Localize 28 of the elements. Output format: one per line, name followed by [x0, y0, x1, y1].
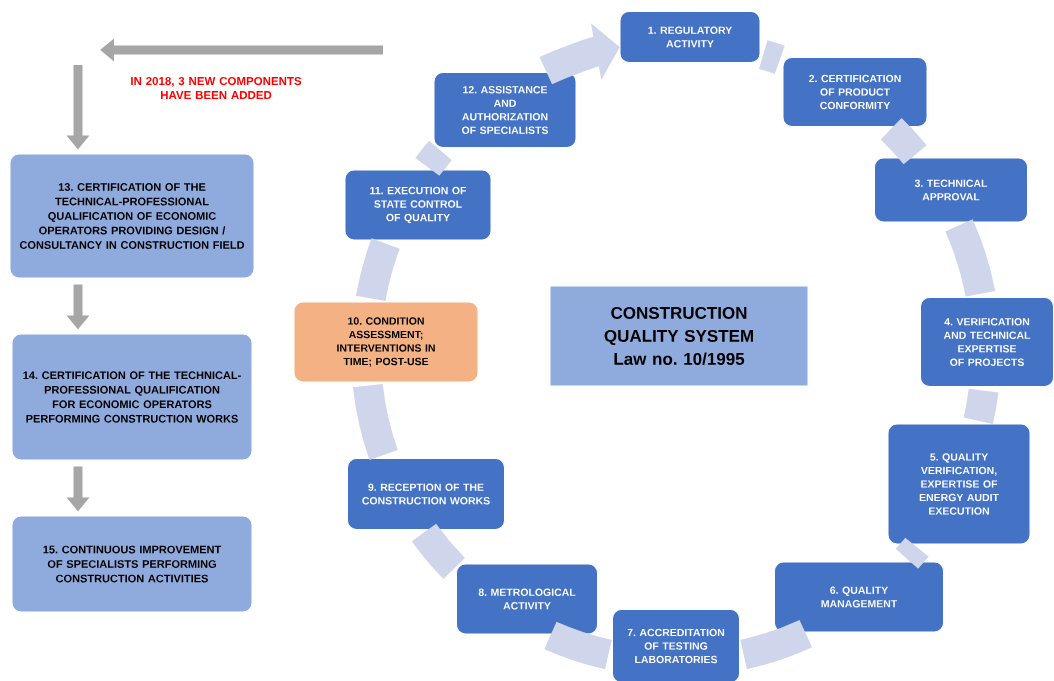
connector-band [945, 219, 996, 297]
process-box: 10. CONDITION ASSESSMENT; INTERVENTIONS IN TIME; POST-USE [293, 301, 479, 383]
process-box: 6. QUALITY MANAGEMENT [774, 561, 944, 633]
connector-band [355, 238, 400, 301]
process-box: 12. ASSISTANCE AND AUTHORIZATION OF SPECIALISTS [433, 72, 577, 148]
title-box: CONSTRUCTION QUALITY SYSTEM Law no. 10/1995 [549, 285, 809, 387]
connector-band [880, 118, 927, 165]
process-box: 2. CERTIFICATION OF PRODUCT CONFORMITY [782, 57, 928, 127]
process-box: 4. VERIFICATION AND TECHNICAL EXPERTISE OF PROJECTS [920, 297, 1054, 387]
connector-band [963, 388, 999, 424]
process-box: 8. METROLOGICAL ACTIVITY [456, 563, 598, 635]
connector-band [544, 621, 612, 670]
note-text: IN 2018, 3 NEW COMPONENTS HAVE BEEN ADDED [131, 77, 302, 99]
process-box: 11. EXECUTION OF STATE CONTROL OF QUALITY [344, 169, 492, 241]
connector-band [895, 537, 929, 569]
process-box: 9. RECEPTION OF THE CONSTRUCTION WORKS [347, 458, 505, 530]
connector-band [759, 40, 785, 75]
connector-band [411, 523, 465, 579]
process-box: 1. REGULATORY ACTIVITY [619, 11, 761, 63]
process-box: 5. QUALITY VERIFICATION, EXPERTISE OF ENERGY AUDIT EXECUTION [887, 423, 1031, 545]
connector-band [415, 140, 452, 176]
process-box: 15. CONTINUOUS IMPROVEMENT OF SPECIALISTS PERFORMING CONSTRUCTION ACTIVITIES [11, 515, 253, 613]
process-box: 13. CERTIFICATION OF THE TECHNICAL-PROFESSIONAL QUALIFICATION OF ECONOMIC OPERATORS PROVIDING DESIGN / CONSULTANCY IN CONSTRUCTION FIELD [9, 153, 255, 279]
process-box: 3. TECHNICAL APPROVAL [874, 157, 1028, 223]
process-box: 14. CERTIFICATION OF THE TECHNICAL-PROFESSIONAL QUALIFICATION FOR ECONOMIC OPERATORS PERFORMING CONSTRUCTION WORKS [11, 333, 253, 461]
connector-band [740, 619, 812, 670]
process-box: 7. ACCREDITATION OF TESTING LABORATORIES [612, 609, 740, 681]
connector-band [352, 383, 398, 460]
